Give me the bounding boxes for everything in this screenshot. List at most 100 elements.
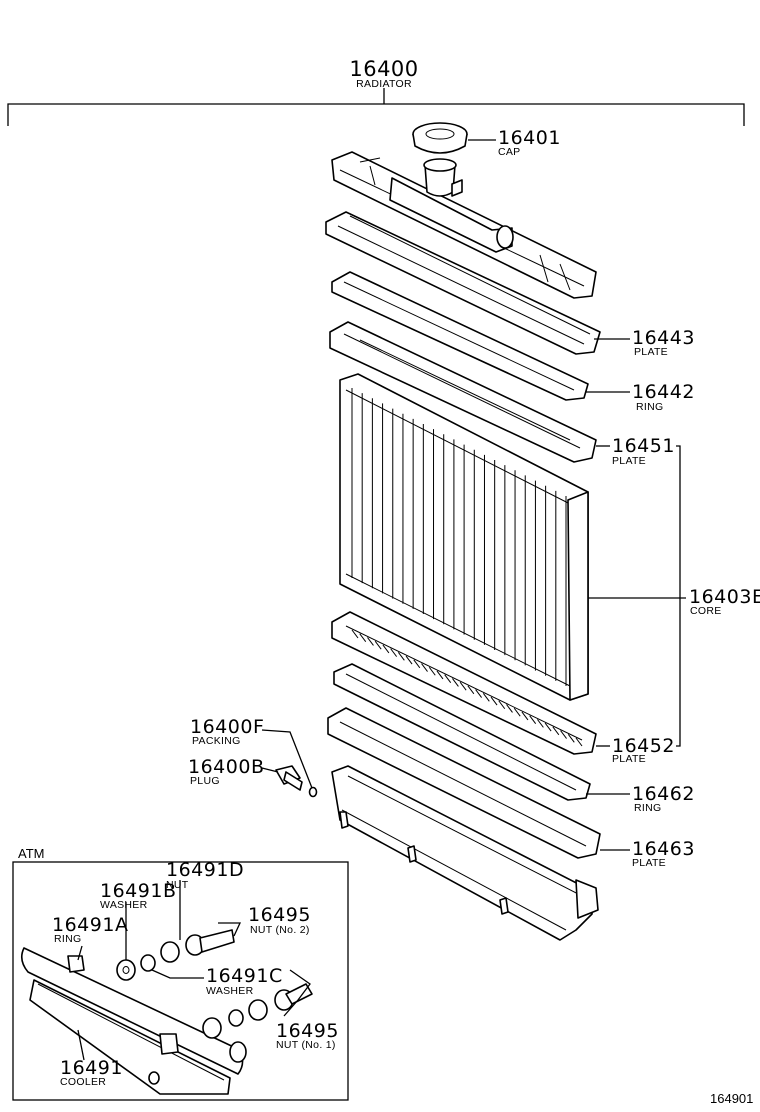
plate-core-bottom-name: PLATE <box>612 753 646 765</box>
oil-cooler-drawing <box>20 947 247 1095</box>
core-name: CORE <box>690 605 722 617</box>
callout-plate-core-top[interactable]: 16451 PLATE <box>612 435 675 467</box>
ring-lower-number: 16462 <box>632 783 695 805</box>
plate-fin-line <box>452 678 459 687</box>
plate-fin-line <box>567 733 575 743</box>
callout-cap[interactable]: 16401 CAP <box>498 127 561 158</box>
atm-nut-no2-number: 16495 <box>248 904 311 926</box>
atm-nut-d-name: NUT <box>166 879 189 891</box>
plate-upper-number: 16443 <box>632 327 695 349</box>
core-top-plate-drawing <box>329 321 597 463</box>
atm-nut-no2-name: NUT (No. 2) <box>250 924 310 936</box>
plate-fin-line <box>552 726 560 736</box>
plate-fin-line <box>467 685 475 695</box>
callout-plate-core-bottom[interactable]: 16452 PLATE <box>612 735 675 765</box>
callout-atm-cooler[interactable]: 16491 COOLER <box>60 1057 123 1088</box>
radiator-core-drawing <box>339 373 589 701</box>
plate-fin-line <box>498 700 506 710</box>
plate-fin-line <box>405 655 413 665</box>
ring-lower-name: RING <box>634 802 661 814</box>
plate-fin-line <box>513 707 521 717</box>
callout-atm-nut-no2[interactable]: 16495 NUT (No. 2) <box>248 904 311 936</box>
plate-fin-line <box>444 674 452 683</box>
callout-plate-upper[interactable]: 16443 PLATE <box>632 327 695 358</box>
core-bottom-plate-drawing <box>331 611 597 755</box>
callout-ring-lower[interactable]: 16462 RING <box>632 783 695 814</box>
plate-fin-line <box>382 644 390 654</box>
plate-fin-line <box>475 689 482 698</box>
lower-ring-drawing <box>333 663 591 801</box>
callout-atm-nut-d[interactable]: 16491D NUT <box>166 859 244 891</box>
atm-ring-a-number: 16491A <box>52 914 128 936</box>
packing-name: PACKING <box>192 735 241 747</box>
assembly-name: RADIATOR <box>356 78 412 90</box>
plate-fin-line <box>428 666 436 676</box>
core-number: 16403E <box>689 586 760 608</box>
plate-fin-line <box>459 681 467 691</box>
atm-cooler-number: 16491 <box>60 1057 123 1079</box>
plate-lower-name: PLATE <box>632 857 666 869</box>
ring-upper-number: 16442 <box>632 381 695 403</box>
atm-washer-c-number: 16491C <box>206 965 283 987</box>
plate-fin-line <box>575 737 583 747</box>
atm-ring-a-name: RING <box>54 933 81 945</box>
plate-fin-line <box>560 730 567 739</box>
atm-leader-lines <box>77 880 311 1061</box>
plate-fin-line <box>482 693 490 702</box>
cap-number: 16401 <box>498 127 561 149</box>
callout-atm-ring-a[interactable]: 16491A RING <box>52 914 128 945</box>
plate-fin-line <box>436 670 444 680</box>
atm-washer-c-name: WASHER <box>206 985 254 997</box>
plate-upper-name: PLATE <box>634 346 668 358</box>
upper-plate-drawing <box>325 211 601 355</box>
plate-core-top-number: 16451 <box>612 435 675 457</box>
plug-number: 16400B <box>188 756 264 778</box>
packing-number: 16400F <box>190 716 264 738</box>
upper-ring-drawing <box>331 271 589 401</box>
ring-upper-name: RING <box>636 401 663 413</box>
plate-fin-line <box>413 659 421 669</box>
cap-name: CAP <box>498 146 521 158</box>
plate-fin-line <box>397 652 405 661</box>
atm-nut-no1-name: NUT (No. 1) <box>276 1039 336 1051</box>
plate-core-top-name: PLATE <box>612 455 646 467</box>
plate-fin-line <box>374 640 382 650</box>
upper-tank-drawing <box>331 151 597 299</box>
lower-plate-drawing <box>327 707 601 859</box>
atm-nut-d-number: 16491D <box>166 859 244 881</box>
plate-fin-line <box>351 629 359 639</box>
assembly-label[interactable]: 16400 RADIATOR <box>349 57 418 90</box>
plate-fin-line <box>490 696 498 706</box>
atm-label: ATM <box>18 846 44 861</box>
plate-core-bottom-number: 16452 <box>612 735 675 757</box>
plate-fin-line <box>544 722 552 732</box>
plate-fin-line <box>390 648 398 657</box>
plate-fin-line <box>421 663 428 672</box>
plate-fin-line <box>529 715 537 724</box>
callout-atm-washer-b[interactable]: 16491B WASHER <box>100 880 176 911</box>
atm-nut-no1-number: 16495 <box>276 1020 339 1042</box>
atm-washer-b-name: WASHER <box>100 899 148 911</box>
callout-atm-nut-no1[interactable]: 16495 NUT (No. 1) <box>276 1020 339 1051</box>
assembly-number: 16400 <box>349 57 418 81</box>
plate-fin-line <box>536 719 544 728</box>
assembly-bracket <box>7 88 745 126</box>
atm-inset-frame <box>12 861 349 1101</box>
callout-core[interactable]: 16403E CORE <box>689 586 760 617</box>
atm-cooler-name: COOLER <box>60 1076 106 1088</box>
callout-ring-upper[interactable]: 16442 RING <box>632 381 695 413</box>
leader-lines <box>261 139 686 851</box>
plate-fin-line <box>359 633 367 643</box>
lower-tank-drawing <box>331 765 599 941</box>
callout-plug[interactable]: 16400B PLUG <box>188 756 264 787</box>
callout-packing[interactable]: 16400F PACKING <box>190 716 264 747</box>
plug-name: PLUG <box>190 775 220 787</box>
radiator-cap-drawing <box>412 122 468 154</box>
callout-plate-lower[interactable]: 16463 PLATE <box>632 838 695 869</box>
plate-fin-line <box>367 637 374 646</box>
callout-atm-washer-c[interactable]: 16491C WASHER <box>206 965 283 997</box>
plate-lower-number: 16463 <box>632 838 695 860</box>
diagram-code: 164901 <box>710 1091 753 1106</box>
plate-fin-line <box>506 704 513 713</box>
